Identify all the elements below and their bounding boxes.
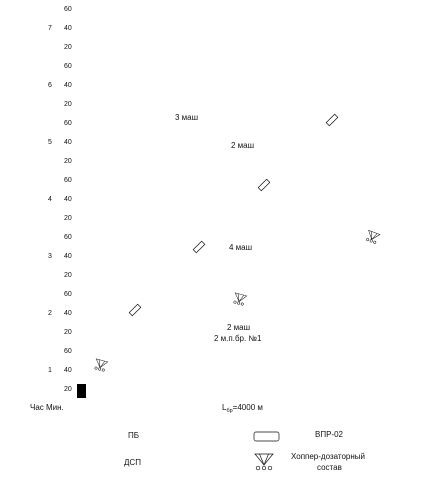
hour-label: 4 — [48, 196, 52, 203]
legend-pb-label: ПБ — [128, 431, 139, 440]
hour-labels: 1 2 3 4 5 6 7 — [48, 25, 52, 374]
hour-label: 5 — [48, 139, 52, 146]
label-4-mash: 4 маш — [229, 243, 252, 252]
minute-tick-label: 60 — [64, 291, 72, 298]
hopper-symbol — [94, 358, 109, 372]
label-3-mash: 3 маш — [175, 113, 198, 122]
minute-tick-label: 60 — [64, 177, 72, 184]
minute-tick-labels: 20 40 60 20 40 60 20 40 60 20 40 60 20 40 60 20 40 60 20 40… — [64, 6, 72, 393]
minute-tick-label: 40 — [64, 310, 72, 317]
minute-tick-label: 40 — [64, 82, 72, 89]
hour-label: 6 — [48, 82, 52, 89]
label-2-mash-top: 2 маш — [231, 141, 254, 150]
minute-tick-label: 40 — [64, 25, 72, 32]
minute-tick-label: 60 — [64, 6, 72, 13]
minute-tick-label: 60 — [64, 234, 72, 241]
pb-symbol — [128, 303, 142, 317]
start-block-marker — [77, 384, 86, 398]
legend-vpr-label: ВПР-02 — [315, 430, 344, 439]
minute-tick-label: 20 — [64, 101, 72, 108]
minute-tick-label: 40 — [64, 367, 72, 374]
minute-tick-label: 20 — [64, 44, 72, 51]
legend-hopper-symbol — [254, 453, 274, 471]
legend-vpr-symbol — [253, 431, 280, 442]
legend-hopper-label-line1: Хоппер-дозаторный — [291, 452, 365, 461]
legend-hopper-label-line2: состав — [317, 463, 342, 472]
minute-tick-label: 20 — [64, 386, 72, 393]
pb-symbol — [192, 240, 206, 254]
legend-dsp-label: ДСП — [124, 458, 141, 467]
hopper-symbol — [366, 229, 381, 244]
label-2-mpbr: 2 м.п.бр. №1 — [214, 334, 262, 343]
minute-tick-label: 40 — [64, 139, 72, 146]
minute-tick-label: 60 — [64, 348, 72, 355]
hour-label: 1 — [48, 367, 52, 374]
label-2-mash-bottom: 2 маш — [227, 323, 250, 332]
pb-symbol — [325, 113, 339, 127]
hour-label: 7 — [48, 25, 52, 32]
legend: ПБ ВПР-02 ДСП Хоппер-дозаторный состав — [124, 430, 365, 472]
minute-tick-label: 20 — [64, 272, 72, 279]
hopper-symbol — [233, 292, 248, 306]
axis-header: Час Мин. — [30, 403, 64, 412]
distance-label: Lбр=4000 м — [222, 403, 263, 414]
minute-tick-label: 20 — [64, 158, 72, 165]
minute-tick-label: 40 — [64, 196, 72, 203]
minute-tick-label: 40 — [64, 253, 72, 260]
minute-tick-label: 20 — [64, 215, 72, 222]
minute-tick-label: 20 — [64, 329, 72, 336]
pb-symbol — [257, 178, 271, 192]
hour-label: 2 — [48, 310, 52, 317]
minute-tick-label: 60 — [64, 120, 72, 127]
minute-tick-label: 60 — [64, 63, 72, 70]
hour-label: 3 — [48, 253, 52, 260]
